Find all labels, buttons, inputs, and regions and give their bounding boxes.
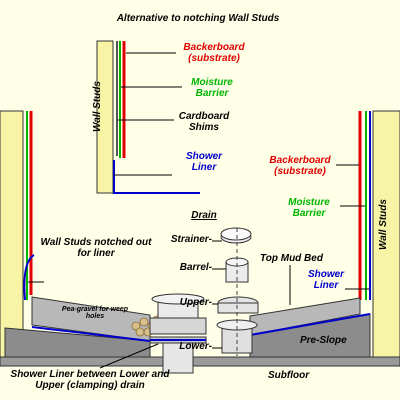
diagram-title: Alternative to notching Wall Studs [116, 13, 280, 24]
left-wall-stud [0, 110, 24, 359]
label-barrel: Barrel- [179, 262, 212, 273]
right-liner-over-preslope [249, 313, 371, 336]
label-liner-between: Shower Liner between Lower and Upper (cl… [10, 369, 170, 391]
label-lower: Lower- [179, 341, 212, 352]
label-upper: Upper- [179, 297, 212, 308]
label-backerboard-top: Backerboard (substrate) [183, 42, 245, 64]
label-moisture-right: Moisture Barrier [288, 197, 330, 219]
left-shower-liner [31, 326, 151, 342]
drain-upper [149, 317, 207, 335]
label-pre-slope: Pre-Slope [300, 335, 347, 346]
drain-pipe [162, 342, 194, 374]
label-top-mud-bed: Top Mud Bed [260, 253, 323, 264]
label-cardboard-shims: Cardboard Shims [178, 111, 230, 133]
label-shower-liner-right: Shower Liner [307, 269, 345, 291]
label-wall-studs-notched: Wall Studs notched out for liner [40, 237, 152, 259]
left-notch-liner [23, 254, 35, 301]
label-wall-studs-right: Wall Studs [378, 199, 389, 250]
leader-liner-between [99, 343, 159, 369]
subfloor [0, 356, 400, 367]
drain-assembly [149, 293, 207, 374]
exploded-drain [216, 227, 259, 356]
top-shower-liner [113, 160, 200, 194]
label-pea-gravel: Pea-gravel for weep holes [61, 306, 129, 321]
top-wall-stud [96, 40, 114, 194]
label-strainer: Strainer- [170, 234, 212, 245]
label-shower-liner-top: Shower Liner [185, 151, 223, 173]
label-drain: Drain [191, 210, 217, 221]
label-backerboard-right: Backerboard (substrate) [269, 155, 331, 177]
drain-strainer-section [151, 293, 205, 305]
label-wall-studs-top: Wall Studs [92, 81, 103, 132]
label-subfloor: Subfloor [268, 370, 310, 381]
label-moisture-top: Moisture Barrier [191, 77, 233, 99]
